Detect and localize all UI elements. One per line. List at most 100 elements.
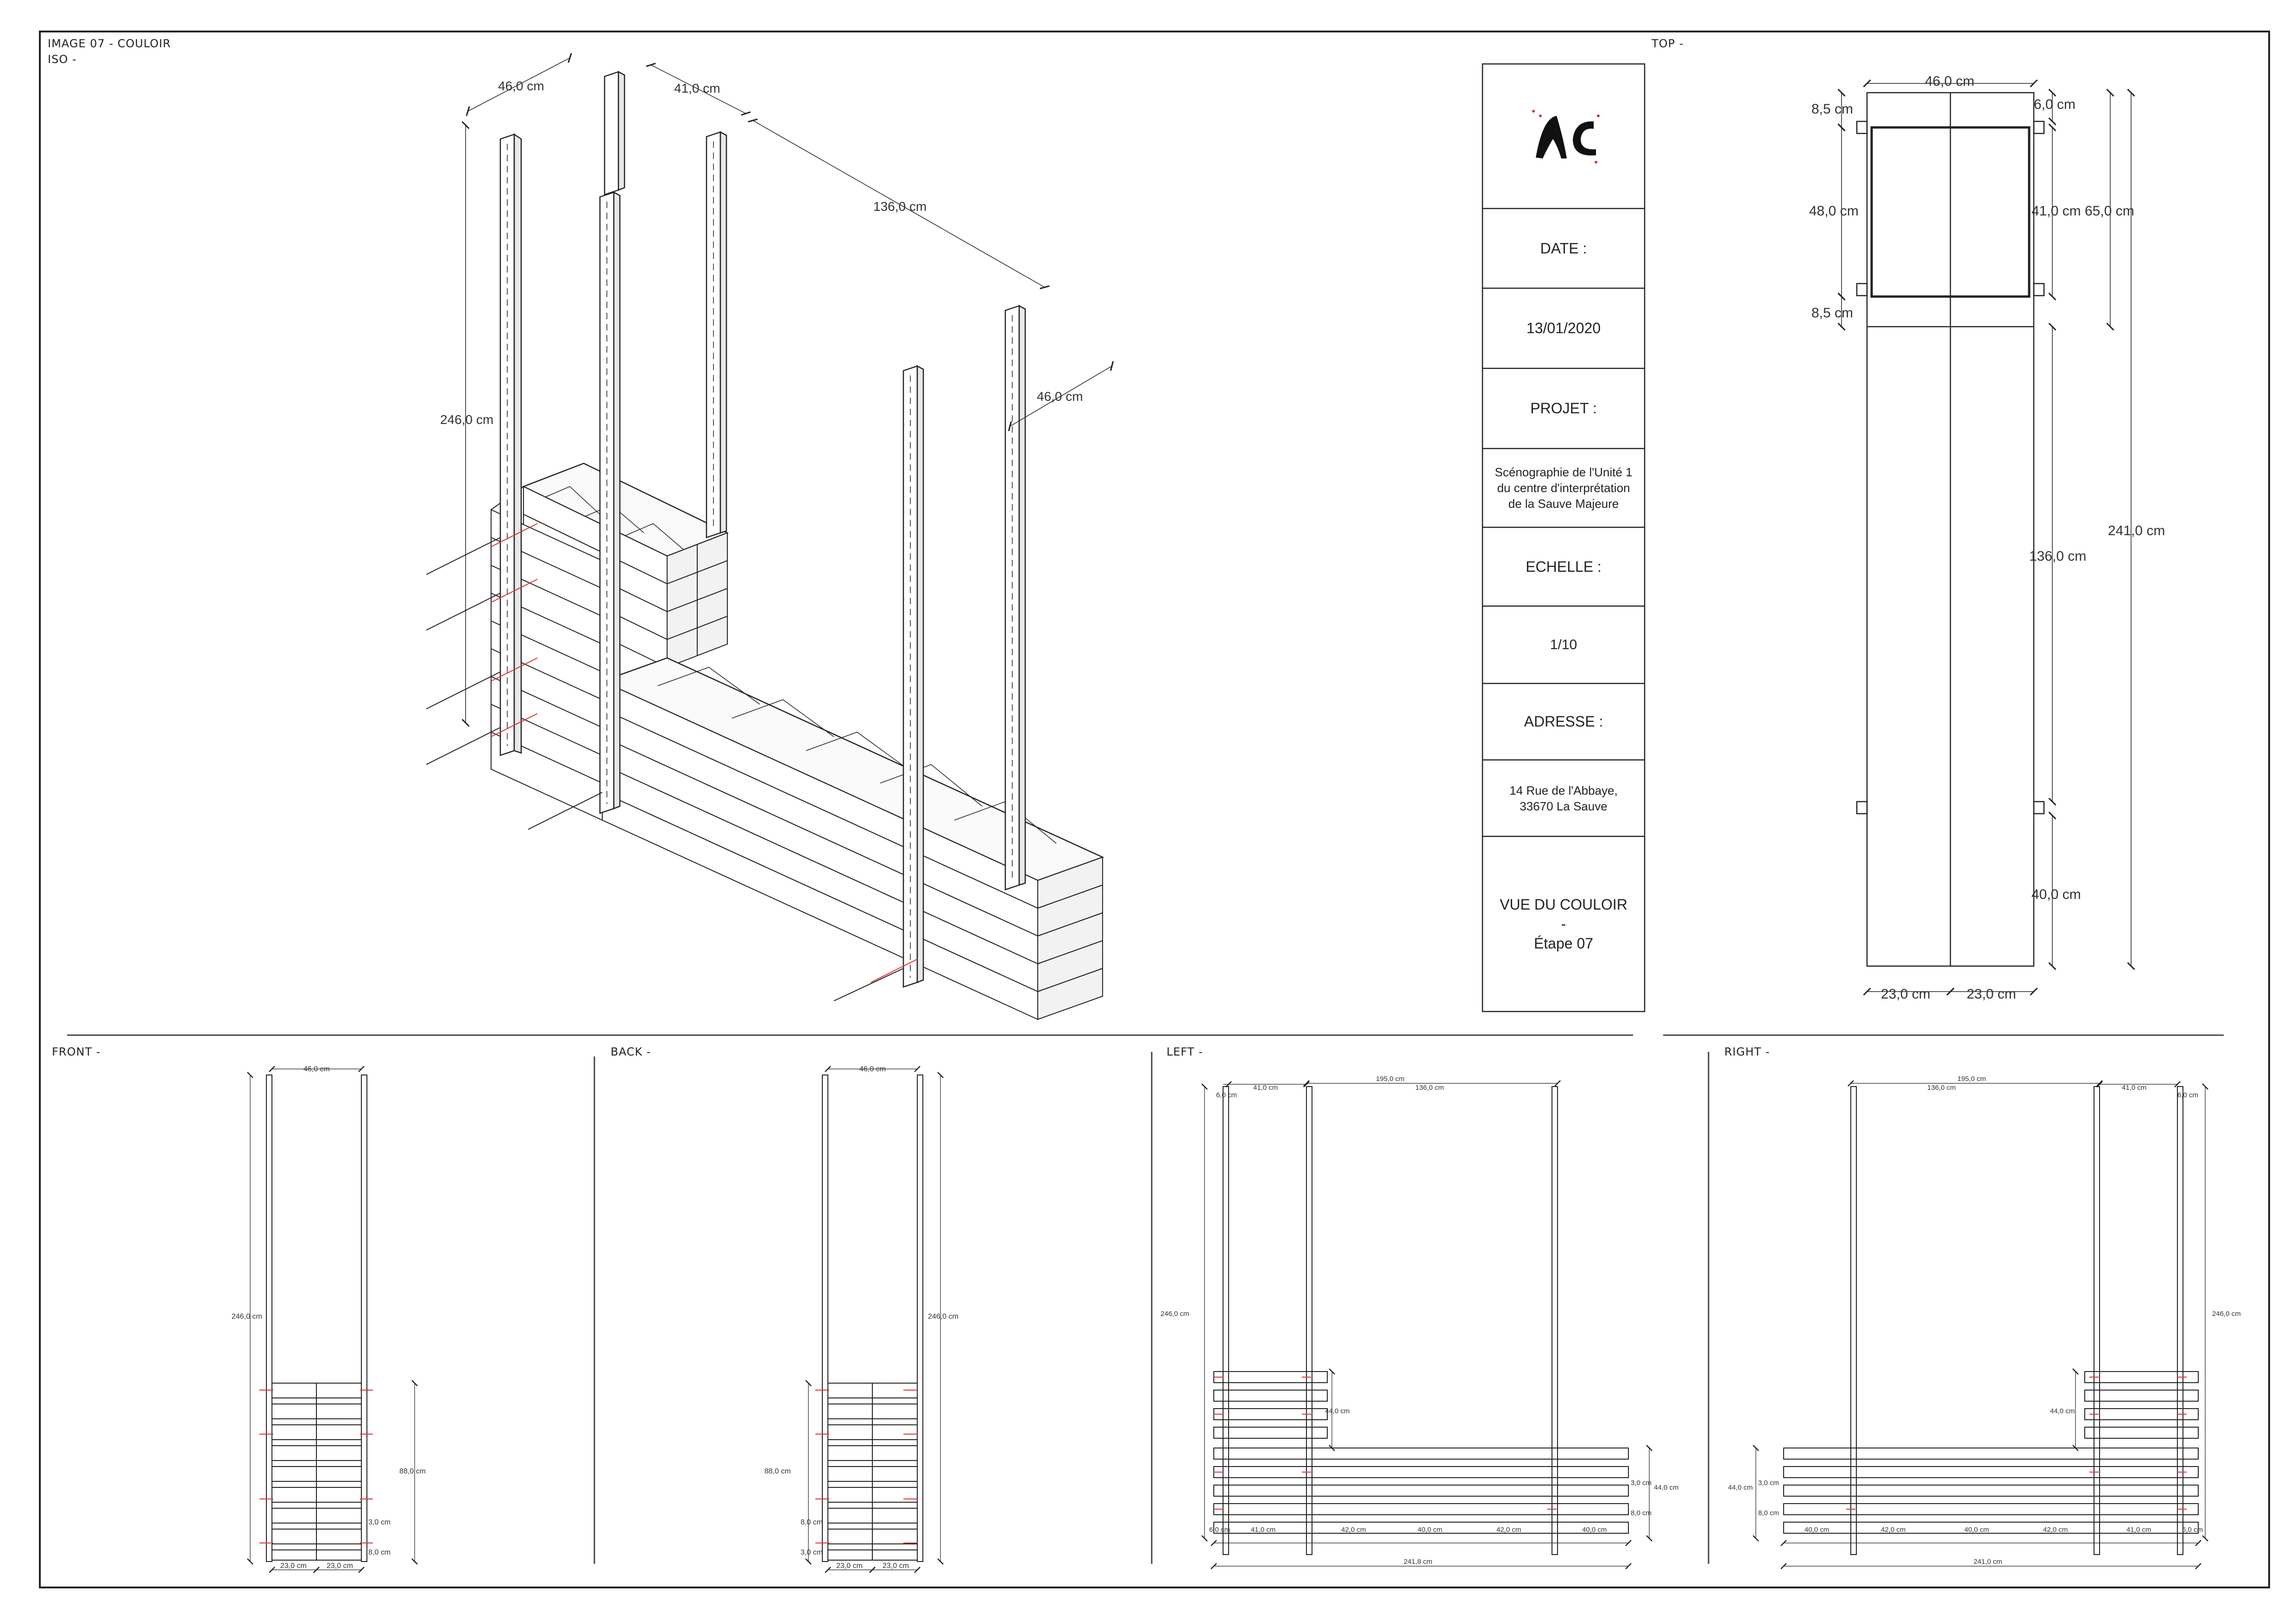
back-cushion-stack [827,1383,918,1561]
left-bench-stack [1213,1448,1629,1534]
top-dim-b85: 8,5 cm [1811,305,1853,321]
left-dim-b42a: 42,0 cm [1341,1526,1366,1534]
back-dim-h88: 88,0 cm [764,1467,791,1475]
logo-icon: AC [1532,110,1600,164]
left-dim-r44: 44,0 cm [1654,1484,1678,1492]
left-dim-b40b: 40,0 cm [1582,1526,1607,1534]
right-view-title: RIGHT - [1724,1045,1770,1058]
iso-chevron [620,523,686,552]
iso-dim-w46a: 46,0 cm [498,79,544,93]
address-line-1: 14 Rue de l'Abbaye, [1509,783,1618,797]
right-dim-b40a: 40,0 cm [1804,1526,1829,1534]
right-bench-stack [1783,1448,2199,1534]
front-dim-b23b: 23,0 cm [327,1562,353,1570]
project-line-2: du centre d'interprétation [1497,481,1630,495]
scale-label: ECHELLE : [1526,558,1602,575]
left-dim-b42b: 42,0 cm [1496,1526,1521,1534]
right-dim-b241: 241,0 cm [1974,1558,2002,1566]
top-dim-d41: 41,0 cm [2031,203,2081,219]
view-step: Étape 07 [1533,935,1594,952]
project-line-3: de la Sauve Majeure [1508,497,1619,511]
top-dimension-lines [1837,79,2135,996]
iso-screws [426,523,918,1001]
sheet-border [39,31,2270,1588]
iso-view-subtitle: ISO - [48,53,77,66]
back-dim-b23b: 23,0 cm [883,1562,909,1570]
left-dim-b40a: 40,0 cm [1418,1526,1442,1534]
top-dim-d48: 48,0 cm [1809,203,1859,219]
left-dim-t41: 41,0 cm [1253,1084,1278,1092]
date-value: 13/01/2020 [1526,320,1601,336]
title-block-frame [1482,63,1646,1012]
project-name: Scénographie de l'Unité 1 du centre d'in… [1482,449,1645,527]
view-dash: - [1561,916,1566,932]
back-dimension-lines [805,1066,944,1573]
back-dim-h246: 246,0 cm [928,1313,959,1321]
iso-view: 46,0 cm 41,0 cm 136,0 cm 46,0 cm 246,0 c… [426,53,1114,1020]
iso-post-3 [706,131,727,538]
project-line-1: Scénographie de l'Unité 1 [1495,465,1633,479]
back-dim-b23a: 23,0 cm [836,1562,863,1570]
iso-post-5 [1004,304,1026,891]
right-back-stack [2084,1371,2199,1439]
left-dim-b241: 241,8 cm [1404,1558,1432,1566]
left-back-stack [1213,1371,1328,1439]
right-dim-t136: 136,0 cm [1927,1084,1956,1092]
iso-post-6 [902,365,924,988]
front-dim-h246: 246,0 cm [232,1313,262,1321]
front-cushion-stack [271,1383,362,1561]
iso-view-title: IMAGE 07 - COULOIR [48,37,171,50]
left-dimension-lines [1201,1080,1653,1569]
iso-post-4 [599,191,621,814]
left-dim-t6: 6,0 cm [1216,1091,1237,1099]
front-dim-h88: 88,0 cm [399,1467,426,1475]
top-dim-w46: 46,0 cm [1925,74,1974,89]
right-dim-b42b: 42,0 cm [2043,1526,2068,1534]
right-dim-b40b: 40,0 cm [1964,1526,1989,1534]
iso-dim-w41: 41,0 cm [674,81,720,95]
right-dim-l3: 3,0 cm [1758,1479,1779,1487]
front-dim-b23a: 23,0 cm [280,1562,307,1570]
front-dim-w46: 46,0 cm [303,1065,330,1073]
left-dim-h246: 246,0 cm [1161,1310,1189,1318]
right-dimension-lines [1753,1080,2208,1569]
right-dim-t41: 41,0 cm [2122,1084,2146,1092]
right-dim-m44: 44,0 cm [2050,1407,2075,1415]
view-title-cell: VUE DU COULOIR - Étape 07 [1482,836,1645,1012]
left-dim-t136: 136,0 cm [1415,1084,1444,1092]
left-dim-r8: 8,0 cm [1631,1509,1652,1517]
right-dim-h246: 246,0 cm [2212,1310,2241,1318]
right-dim-t195: 195,0 cm [1957,1075,1986,1083]
back-view: 46,0 cm 246,0 cm 88,0 cm 8,0 cm 3,0 cm 2… [764,1065,959,1573]
front-view: 46,0 cm 246,0 cm 88,0 cm 3,0 cm 8,0 cm 2… [232,1065,426,1573]
left-dim-t195: 195,0 cm [1376,1075,1405,1083]
iso-post-1 [499,133,522,756]
address-line-2: 33670 La Sauve [1520,799,1608,813]
scale-value: 1/10 [1550,637,1577,652]
date-label: DATE : [1540,240,1587,257]
right-view: 195,0 cm 136,0 cm 41,0 cm 6,0 cm 246,0 c… [1728,1075,2241,1569]
iso-dim-l136: 136,0 cm [873,199,927,214]
left-dim-r3: 3,0 cm [1631,1479,1652,1487]
left-dim-b6: 6,0 cm [1209,1526,1230,1534]
top-dim-d65: 65,0 cm [2085,203,2134,219]
right-dim-b6: 6,0 cm [2182,1526,2203,1534]
right-dim-t6: 6,0 cm [2177,1091,2198,1099]
right-dim-b42a: 42,0 cm [1881,1526,1905,1534]
address-value: 14 Rue de l'Abbaye, 33670 La Sauve [1482,760,1645,836]
front-dim-s3: 3,0 cm [368,1518,391,1526]
top-dim-a85: 8,5 cm [1811,101,1853,117]
right-dim-l8: 8,0 cm [1758,1509,1779,1517]
iso-chevron [537,486,603,517]
left-dim-b41: 41,0 cm [1251,1526,1275,1534]
top-dim-w23a: 23,0 cm [1881,986,1930,1002]
back-dim-s3: 3,0 cm [801,1549,823,1556]
top-dim-d241: 241,0 cm [2108,523,2165,538]
iso-dim-h246: 246,0 cm [440,412,493,427]
top-dim-w23b: 23,0 cm [1967,986,2016,1002]
front-view-title: FRONT - [52,1045,101,1058]
front-dim-s8: 8,0 cm [368,1549,391,1556]
iso-dim-w46b: 46,0 cm [1037,389,1083,404]
back-dim-w46: 46,0 cm [859,1065,886,1073]
